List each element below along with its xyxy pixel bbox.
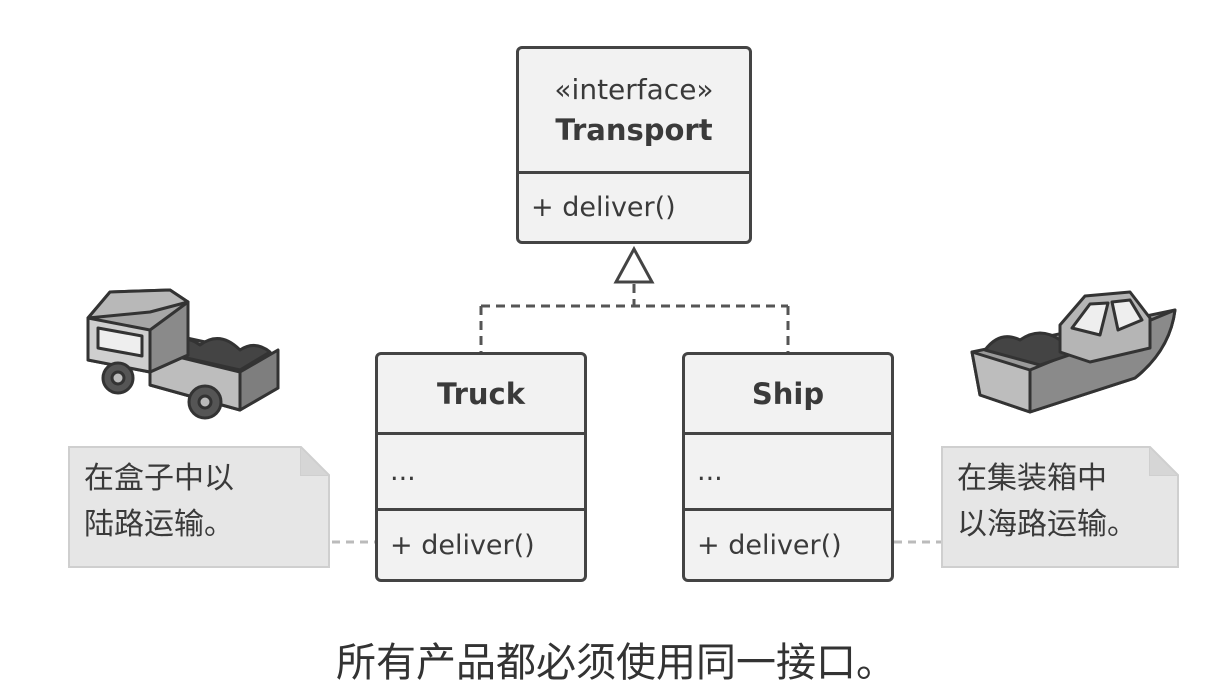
- truck-class-box: Truck ... + deliver(): [375, 352, 587, 582]
- ship-class-box: Ship ... + deliver(): [682, 352, 894, 582]
- ship-class-method: + deliver(): [685, 508, 891, 579]
- transport-interface-box: «interface» Transport + deliver(): [516, 46, 752, 244]
- realization-arrowhead: [613, 245, 655, 284]
- ship-illustration: [970, 290, 1177, 414]
- diagram-caption: 所有产品都必须使用同一接口。: [336, 640, 896, 686]
- truck-class-name: Truck: [436, 376, 526, 411]
- note-fold-icon: [1149, 446, 1179, 476]
- ship-class-name: Ship: [751, 376, 825, 411]
- truck-note: 在盒子中以 陆路运输。: [68, 446, 330, 568]
- truck-note-line2: 陆路运输。: [84, 507, 234, 542]
- ship-note-line2: 以海路运输。: [957, 507, 1137, 542]
- ship-note: 在集装箱中 以海路运输。: [941, 446, 1179, 568]
- truck-class-method: + deliver(): [378, 508, 584, 579]
- interface-name: Transport: [555, 113, 713, 147]
- truck-class-fields: ...: [378, 432, 584, 508]
- truck-illustration: [86, 288, 280, 420]
- note-fold-icon: [300, 446, 330, 476]
- truck-note-line1: 在盒子中以: [84, 461, 234, 496]
- stereotype-label: «interface»: [554, 73, 714, 106]
- interface-method: + deliver(): [519, 171, 749, 241]
- interface-header: «interface» Transport: [519, 49, 749, 171]
- ship-note-line1: 在集装箱中: [957, 461, 1107, 496]
- ship-class-fields: ...: [685, 432, 891, 508]
- realization-lines: [479, 284, 790, 352]
